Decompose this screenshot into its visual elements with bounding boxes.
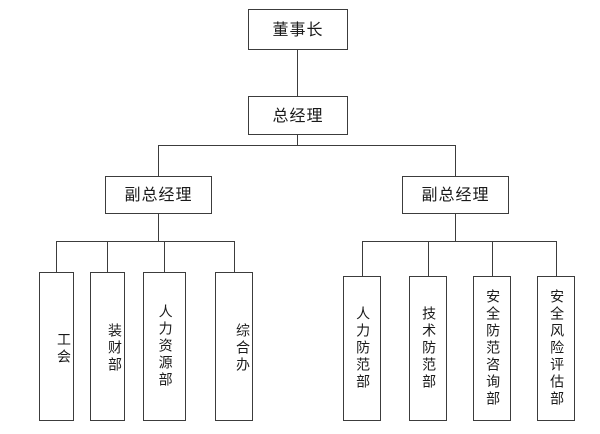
node-deputy-gm-left[interactable]: 副总经理 [105,176,212,214]
node-deputy-gm-right[interactable]: 副总经理 [402,176,509,214]
connector-gm-down [297,135,298,146]
node-equipment-finance-dept[interactable]: 装财部 [90,272,125,421]
connector-chairman-to-gm [297,50,298,96]
connector-bus-to-deputy-right [455,145,456,176]
node-security-consulting-dept[interactable]: 安全防范咨询部 [473,276,511,421]
connector-bus-to-labor-union [56,241,57,272]
node-human-resources-dept[interactable]: 人力资源部 [143,272,186,421]
connector-deputy-right-down [455,214,456,242]
connector-bus-to-general-office [234,241,235,272]
connector-bus-to-technical-security [428,241,429,276]
connector-bus-to-risk-assessment [556,241,557,276]
connector-bus-to-human-resources [164,241,165,272]
node-security-risk-assessment-dept[interactable]: 安全风险评估部 [537,276,575,421]
node-chairman[interactable]: 董事长 [248,9,348,50]
connector-bus-to-security-consulting [492,241,493,276]
connector-deputy-left-down [158,214,159,242]
connector-bus-to-deputy-left [158,145,159,176]
connector-deputy-bus [158,145,455,146]
node-technical-security-dept[interactable]: 技术防范部 [409,276,447,421]
connector-left-department-bus [56,241,234,242]
connector-right-department-bus [362,241,556,242]
connector-bus-to-manpower-security [362,241,363,276]
node-manpower-security-dept[interactable]: 人力防范部 [343,276,381,421]
node-general-manager[interactable]: 总经理 [248,96,348,135]
node-general-office[interactable]: 综合办 [215,272,253,421]
connector-bus-to-equipment-finance [107,241,108,272]
node-labor-union[interactable]: 工会 [39,272,74,421]
